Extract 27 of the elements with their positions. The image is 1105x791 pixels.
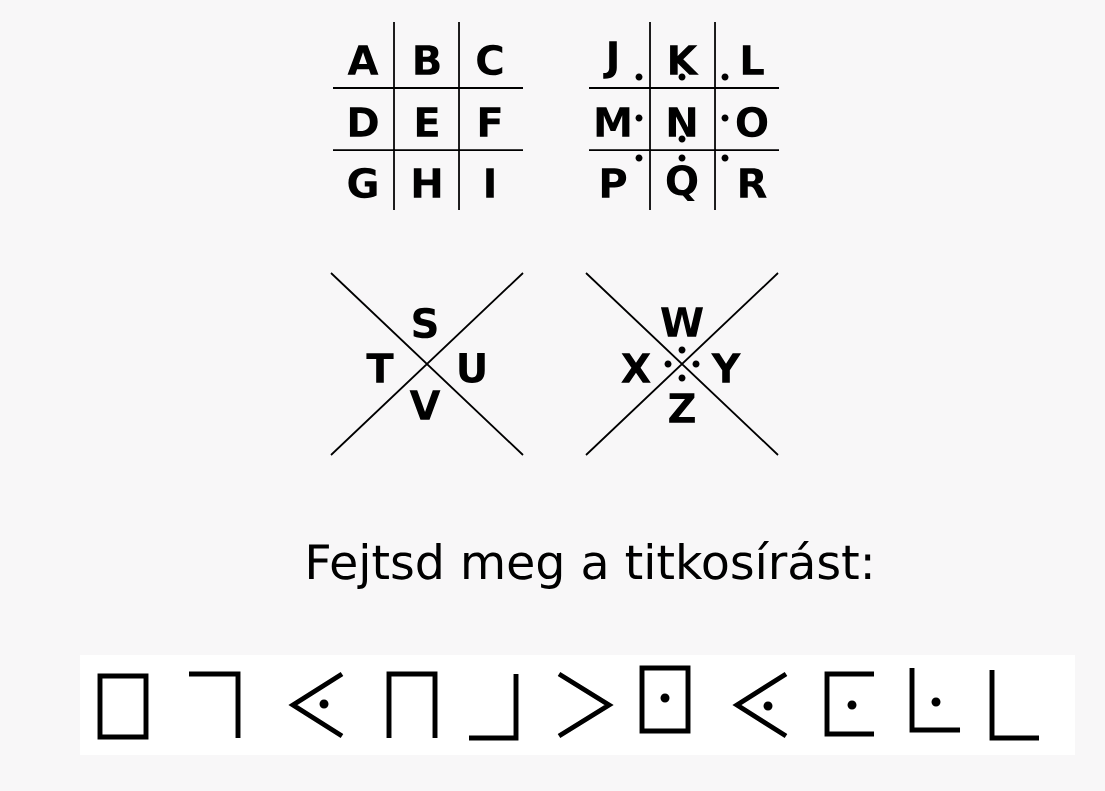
letter: X [621, 353, 651, 383]
letter: J [603, 41, 617, 79]
letter: W [660, 307, 704, 337]
letter: H [413, 168, 441, 198]
letter: G [348, 167, 377, 199]
heading: Fejtsd meg a titkosírást: [309, 541, 871, 589]
letter: R [740, 168, 767, 198]
letter: T [366, 353, 394, 383]
letter: L [742, 45, 764, 75]
letter: K [670, 45, 699, 75]
letter: C [477, 44, 503, 76]
letter: P [601, 168, 627, 198]
letter: D [349, 107, 378, 137]
letter: S [413, 307, 437, 339]
letter: A [347, 45, 379, 75]
letter: V [409, 390, 441, 420]
letter: O [736, 106, 768, 138]
letter: N [668, 107, 696, 137]
letter: Q [666, 165, 698, 201]
letter: Z [669, 393, 695, 423]
letter: M [596, 107, 630, 137]
letter: Y [711, 353, 742, 383]
letter: I [486, 168, 494, 198]
letter: E [416, 107, 438, 137]
letter: U [459, 353, 485, 384]
letter: B [415, 45, 440, 75]
letter: F [479, 107, 501, 137]
